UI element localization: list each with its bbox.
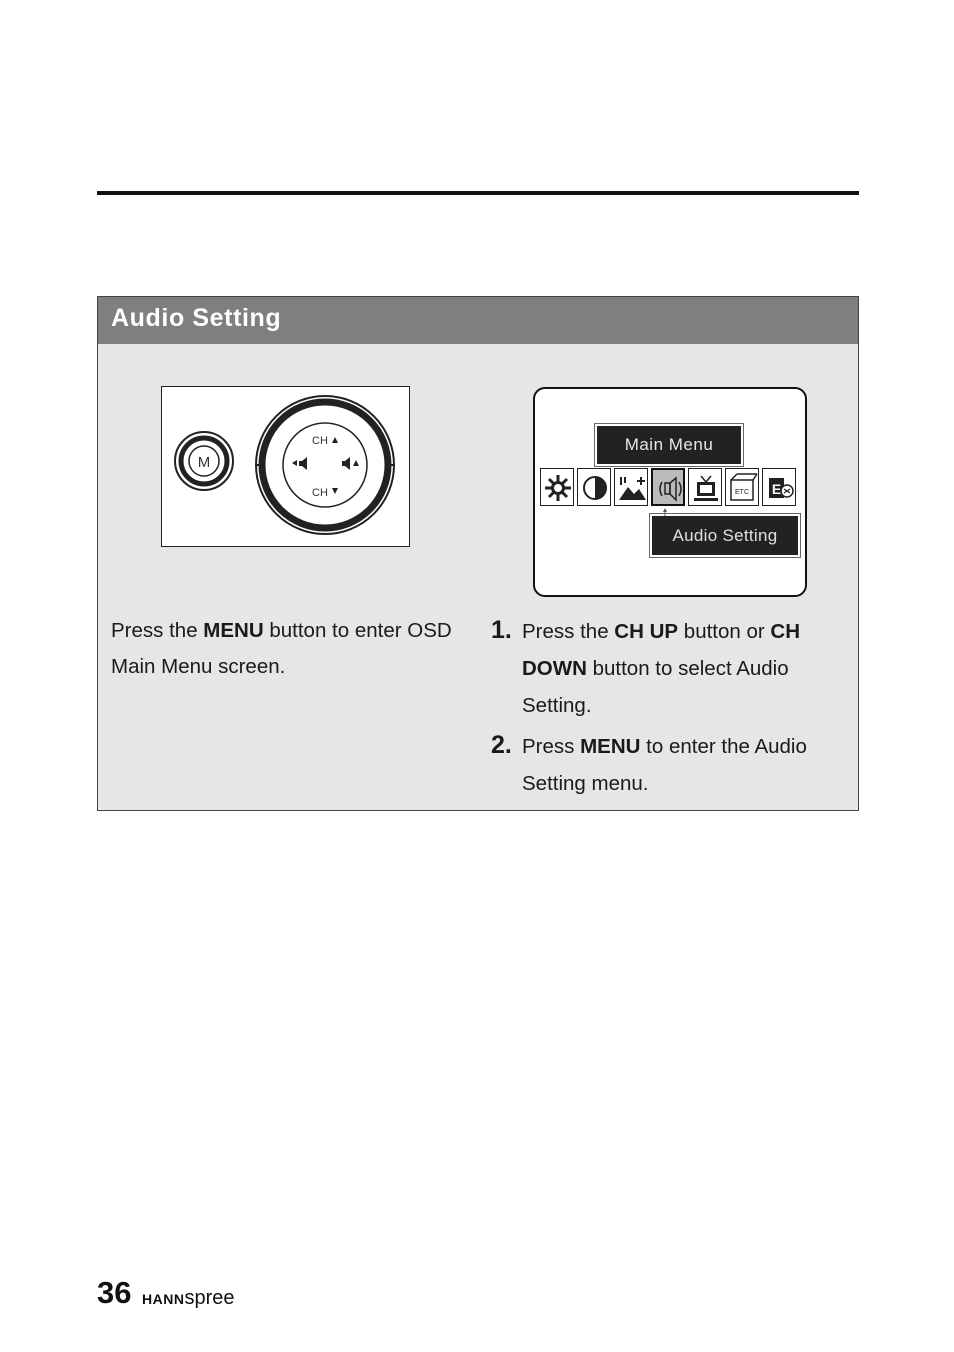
left-caption-bold: MENU <box>203 619 264 642</box>
step-1-text: Press the CH UP button or CH DOWN button… <box>522 620 801 717</box>
step-2-number: 2. <box>491 731 512 759</box>
navigation-pad: CH CH <box>255 395 395 535</box>
etc-text: ETC <box>735 489 749 496</box>
top-rule <box>97 191 859 195</box>
tv-icon <box>688 468 722 506</box>
ch-down-label: CH <box>312 487 328 499</box>
brand-logo: HANNspree <box>142 1287 234 1310</box>
step-1: 1. Press the CH UP button or CH DOWN but… <box>491 613 851 724</box>
step-2-text: Press MENU to enter the Audio Setting me… <box>522 735 807 795</box>
language-icon: E <box>762 468 796 506</box>
step-1-number: 1. <box>491 616 512 644</box>
ch-up-label: CH <box>312 435 328 447</box>
menu-key-label: M <box>198 454 211 471</box>
page-number: 36 <box>97 1275 132 1310</box>
step-2: 2. Press MENU to enter the Audio Setting… <box>491 728 851 802</box>
menu-key: M <box>174 431 234 491</box>
panel-title: Audio Setting <box>111 304 282 332</box>
left-caption-text-2: button to enter OSD Main Menu screen. <box>111 619 452 678</box>
volume-down-icon <box>292 457 307 470</box>
left-caption: Press the MENU button to enter OSD Main … <box>111 613 461 685</box>
brand-rest: spree <box>184 1287 235 1309</box>
osd-icon-row: ETC E <box>540 468 800 508</box>
brightness-icon <box>540 468 574 506</box>
instruction-steps: 1. Press the CH UP button or CH DOWN but… <box>491 613 851 806</box>
panel-header: Audio Setting <box>98 297 858 344</box>
volume-up-icon <box>342 457 359 470</box>
osd-selected-label: Audio Setting <box>649 513 801 558</box>
remote-control-graphic: M CH CH <box>174 395 395 535</box>
remote-control-illustration: M CH CH <box>161 386 410 547</box>
brand-bold: HANN <box>142 1291 185 1307</box>
left-caption-text-1: Press the <box>111 619 204 642</box>
ch-up-arrow-icon <box>332 437 338 443</box>
osd-screen-illustration: Main Menu ETC E <box>533 387 807 597</box>
audio-setting-panel: Audio Setting M CH CH <box>97 296 859 811</box>
etc-icon: ETC <box>725 468 759 506</box>
osd-main-menu-title: Main Menu <box>594 423 744 467</box>
audio-icon <box>651 468 685 506</box>
ch-down-arrow-icon <box>332 488 338 494</box>
contrast-icon <box>577 468 611 506</box>
svg-text:E: E <box>772 481 781 497</box>
picture-icon <box>614 468 648 506</box>
